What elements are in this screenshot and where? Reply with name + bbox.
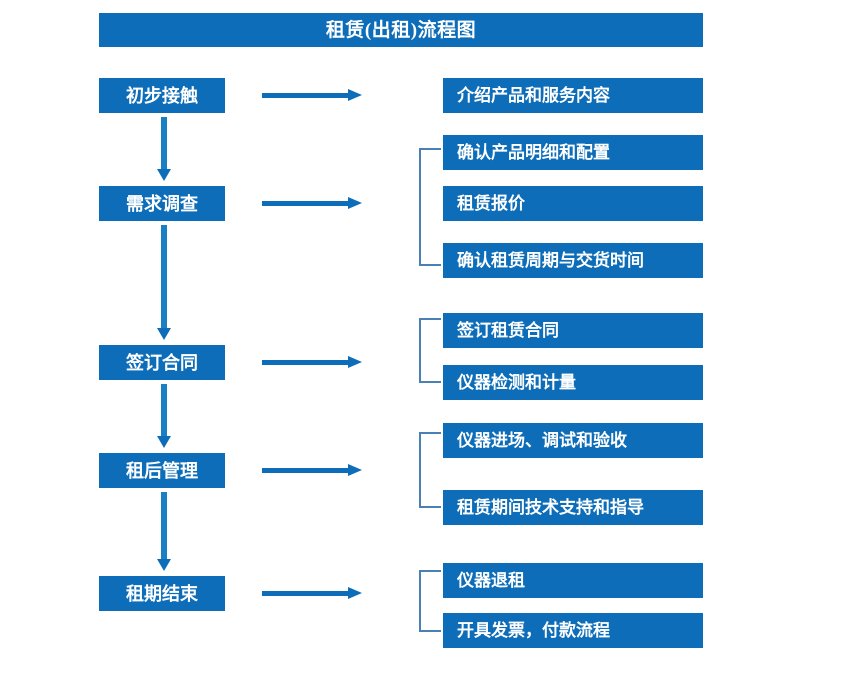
stage-box-5[interactable]: 租期结束 [99, 576, 225, 611]
task-box-10[interactable]: 开具发票，付款流程 [443, 613, 703, 648]
task-box-2[interactable]: 确认产品明细和配置 [443, 135, 703, 170]
task-box-1[interactable]: 介绍产品和服务内容 [443, 78, 703, 113]
group-bracket-1 [419, 148, 441, 266]
stage-box-4[interactable]: 租后管理 [99, 453, 225, 488]
stage-label-1: 初步接触 [126, 85, 198, 106]
stage-box-1[interactable]: 初步接触 [99, 78, 225, 113]
group-bracket-2 [419, 318, 441, 383]
task-box-6[interactable]: 仪器检测和计量 [443, 365, 703, 400]
flow-arrow-right-1 [262, 87, 362, 103]
task-box-8[interactable]: 租赁期间技术支持和指导 [443, 490, 703, 525]
stage-label-3: 签订合同 [126, 352, 198, 373]
flow-arrow-right-4 [262, 462, 362, 478]
stage-label-2: 需求调查 [126, 193, 198, 214]
flow-arrow-down-1 [156, 117, 172, 181]
task-label-2: 确认产品明细和配置 [457, 143, 610, 162]
group-bracket-4 [419, 570, 441, 632]
task-label-10: 开具发票，付款流程 [457, 621, 610, 640]
task-box-4[interactable]: 确认租赁周期与交货时间 [443, 243, 703, 278]
diagram-title-bar: 租赁(出租)流程图 [99, 13, 703, 47]
task-label-4: 确认租赁周期与交货时间 [457, 251, 644, 270]
task-label-8: 租赁期间技术支持和指导 [457, 498, 644, 517]
task-label-7: 仪器进场、调试和验收 [457, 431, 627, 450]
flow-arrow-down-3 [156, 384, 172, 448]
task-box-7[interactable]: 仪器进场、调试和验收 [443, 423, 703, 458]
flow-arrow-right-3 [262, 354, 362, 370]
task-label-5: 签订租赁合同 [457, 321, 559, 340]
task-label-3: 租赁报价 [457, 194, 525, 213]
task-box-5[interactable]: 签订租赁合同 [443, 313, 703, 348]
task-label-1: 介绍产品和服务内容 [457, 86, 610, 105]
flow-arrow-down-4 [156, 492, 172, 571]
flow-arrow-right-5 [262, 585, 362, 601]
flow-arrow-right-2 [262, 195, 362, 211]
flow-arrow-down-2 [156, 225, 172, 340]
task-label-9: 仪器退租 [457, 571, 525, 590]
group-bracket-3 [419, 432, 441, 508]
stage-box-3[interactable]: 签订合同 [99, 345, 225, 380]
stage-box-2[interactable]: 需求调查 [99, 186, 225, 221]
task-box-3[interactable]: 租赁报价 [443, 186, 703, 221]
task-label-6: 仪器检测和计量 [457, 373, 576, 392]
stage-label-4: 租后管理 [126, 460, 198, 481]
stage-label-5: 租期结束 [126, 583, 198, 604]
task-box-9[interactable]: 仪器退租 [443, 563, 703, 598]
diagram-title: 租赁(出租)流程图 [325, 19, 477, 41]
